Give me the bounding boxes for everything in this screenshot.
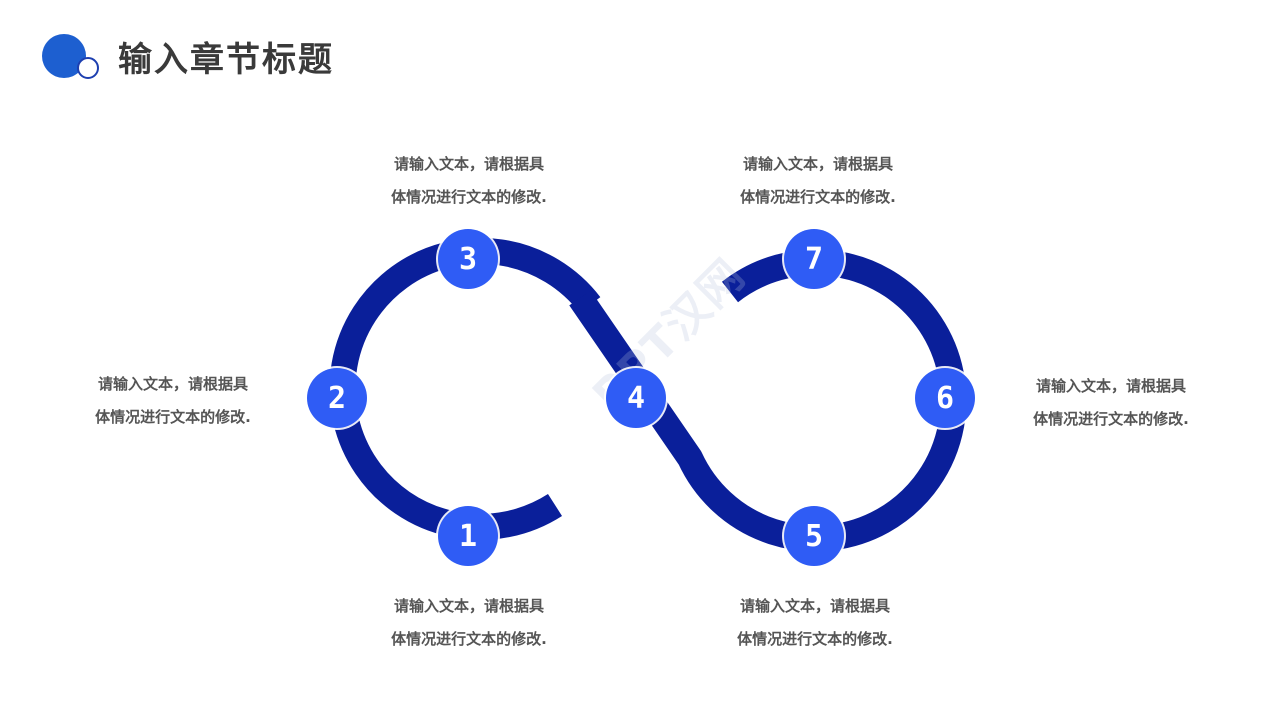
- logo-icon: [42, 34, 99, 79]
- step-node-6: 6: [915, 368, 975, 428]
- step-6-text-line2: 体情况进行文本的修改.: [1033, 410, 1189, 428]
- step-5-text-line1: 请输入文本，请根据具: [739, 597, 890, 615]
- step-2-text-line1: 请输入文本，请根据具: [97, 375, 248, 393]
- step-7-description: 请输入文本，请根据具 体情况进行文本的修改.: [703, 148, 933, 214]
- step-2-text-line2: 体情况进行文本的修改.: [95, 408, 251, 426]
- step-1-text-line2: 体情况进行文本的修改.: [391, 630, 547, 648]
- step-node-3: 3: [438, 229, 498, 289]
- step-node-4: 4: [606, 368, 666, 428]
- page-title: 输入章节标题: [118, 40, 334, 80]
- step-3-text-line2: 体情况进行文本的修改.: [391, 188, 547, 206]
- step-1-description: 请输入文本，请根据具 体情况进行文本的修改.: [354, 590, 584, 656]
- step-3-description: 请输入文本，请根据具 体情况进行文本的修改.: [354, 148, 584, 214]
- step-7-text-line2: 体情况进行文本的修改.: [740, 188, 896, 206]
- step-3-text-line1: 请输入文本，请根据具: [393, 155, 544, 173]
- step-6-description: 请输入文本，请根据具 体情况进行文本的修改.: [996, 370, 1226, 436]
- step-1-text-line1: 请输入文本，请根据具: [393, 597, 544, 615]
- step-node-7: 7: [784, 229, 844, 289]
- step-5-description: 请输入文本，请根据具 体情况进行文本的修改.: [700, 590, 930, 656]
- step-2-description: 请输入文本，请根据具 体情况进行文本的修改.: [58, 368, 288, 434]
- step-node-2: 2: [307, 368, 367, 428]
- step-6-text-line1: 请输入文本，请根据具: [1035, 377, 1186, 395]
- step-7-text-line1: 请输入文本，请根据具: [742, 155, 893, 173]
- step-node-5: 5: [784, 506, 844, 566]
- step-5-text-line2: 体情况进行文本的修改.: [737, 630, 893, 648]
- step-node-1: 1: [438, 506, 498, 566]
